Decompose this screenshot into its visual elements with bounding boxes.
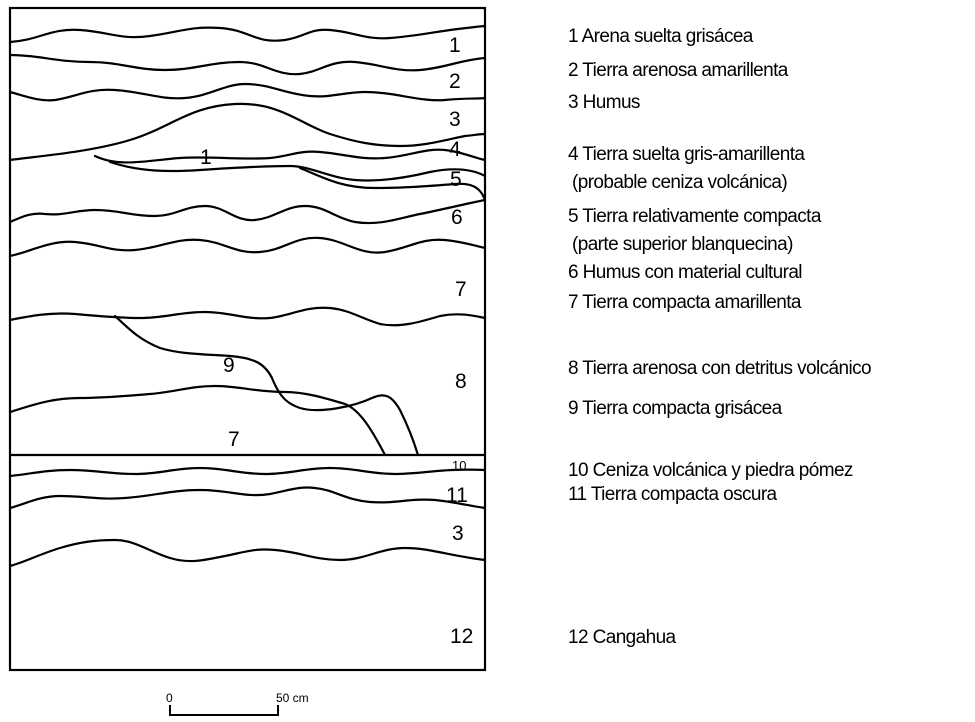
boundary-7-8 bbox=[8, 306, 487, 327]
legend-item-4: 4 Tierra suelta gris-amarillenta bbox=[568, 144, 805, 165]
stratum-label-1-top: 1 bbox=[449, 34, 461, 57]
legend-item-5-note: (parte superior blanquecina) bbox=[572, 234, 793, 255]
stratum-label-7-right: 7 bbox=[455, 278, 467, 301]
legend-item-11: 11 Tierra compacta oscura bbox=[568, 484, 778, 505]
boundary-lens-base bbox=[93, 148, 487, 164]
boundary-5-6 bbox=[298, 166, 487, 202]
scale-bar: 0 50 cm bbox=[166, 691, 309, 716]
stratum-label-7-lens: 7 bbox=[228, 428, 240, 451]
legend-item-3: 3 Humus bbox=[568, 92, 640, 113]
legend-item-12: 12 Cangahua bbox=[568, 627, 677, 648]
profile-frame bbox=[8, 6, 487, 672]
boundary-1-2 bbox=[8, 53, 487, 76]
boundary-4-5 bbox=[108, 160, 487, 182]
scale-start-label: 0 bbox=[166, 691, 173, 705]
stratum-label-8: 8 bbox=[455, 370, 467, 393]
legend-item-6: 6 Humus con material cultural bbox=[568, 262, 802, 283]
legend-item-8: 8 Tierra arenosa con detritus volcánico bbox=[568, 358, 871, 379]
stratum-label-10: 10 bbox=[452, 458, 466, 473]
legend-item-5: 5 Tierra relativamente compacta bbox=[568, 206, 822, 227]
stratum-label-1-lens: 1 bbox=[200, 146, 212, 169]
boundary-6-7 bbox=[8, 236, 487, 258]
legend-item-4-note: (probable ceniza volcánica) bbox=[572, 172, 787, 193]
stratum-label-2: 2 bbox=[449, 70, 461, 93]
boundary-1-top bbox=[8, 24, 487, 44]
boundary-3-12 bbox=[8, 538, 487, 568]
boundary-3-lens bbox=[8, 102, 487, 162]
stratum-label-11: 11 bbox=[446, 484, 468, 507]
stratum-label-5: 5 bbox=[450, 168, 462, 191]
boundary-8-7-lens bbox=[8, 384, 387, 457]
boundary-10-11 bbox=[8, 466, 487, 478]
scale-end-label: 50 cm bbox=[276, 691, 309, 705]
scale-bar-line bbox=[169, 705, 279, 716]
boundary-6-top bbox=[8, 198, 487, 225]
stratum-label-6: 6 bbox=[451, 206, 463, 229]
boundary-11-3 bbox=[8, 486, 487, 510]
legend-item-1: 1 Arena suelta grisácea bbox=[568, 26, 754, 47]
stratum-label-12: 12 bbox=[450, 625, 473, 648]
legend-item-7: 7 Tierra compacta amarillenta bbox=[568, 292, 802, 313]
legend-item-10: 10 Ceniza volcánica y piedra pómez bbox=[568, 460, 853, 481]
stratum-label-3-top: 3 bbox=[449, 108, 461, 131]
stratum-label-3-bottom: 3 bbox=[452, 522, 464, 545]
legend: 1 Arena suelta grisácea 2 Tierra arenosa… bbox=[568, 26, 872, 648]
boundary-9-slope bbox=[113, 314, 420, 457]
stratum-label-4: 4 bbox=[449, 138, 461, 161]
stratum-label-9: 9 bbox=[223, 354, 235, 377]
legend-item-2: 2 Tierra arenosa amarillenta bbox=[568, 60, 789, 81]
legend-item-9: 9 Tierra compacta grisácea bbox=[568, 398, 783, 419]
boundary-2-3 bbox=[8, 82, 487, 102]
